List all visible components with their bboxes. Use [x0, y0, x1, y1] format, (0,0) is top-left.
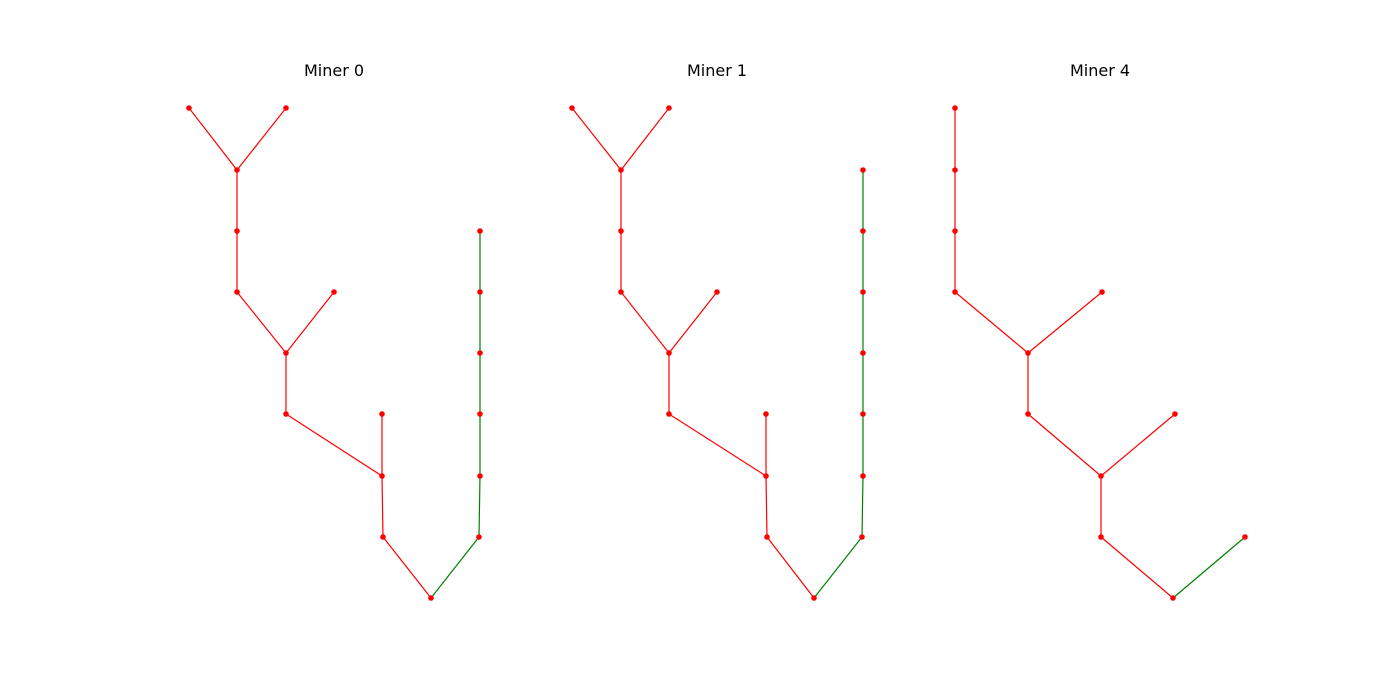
graph-node	[477, 411, 483, 417]
panel-title: Miner 1	[687, 61, 747, 80]
graph-node	[186, 105, 192, 111]
graph-node	[283, 105, 289, 111]
graph-node	[860, 228, 866, 234]
graph-node	[952, 167, 958, 173]
graph-node	[1025, 350, 1031, 356]
graph-edge-green	[430, 536, 480, 599]
graph-edge-red	[1100, 536, 1174, 599]
graph-edge-green	[861, 475, 864, 538]
graph-node	[1242, 534, 1248, 540]
graph-edge-red	[1100, 413, 1176, 477]
graph-node	[1098, 473, 1104, 479]
panel-nodes	[569, 105, 866, 601]
graph-node	[618, 228, 624, 234]
graph-node	[860, 473, 866, 479]
graph-edge-red	[382, 536, 432, 599]
graph-edge-red	[620, 291, 670, 354]
panel-nodes	[186, 105, 483, 601]
graph-edge-red	[668, 291, 718, 354]
graph-node	[860, 411, 866, 417]
graph-node	[234, 289, 240, 295]
graph-node	[477, 228, 483, 234]
graph-node	[234, 167, 240, 173]
graph-node	[1025, 411, 1031, 417]
graph-node	[1098, 534, 1104, 540]
graph-edge-red	[236, 107, 287, 171]
graph-node	[283, 411, 289, 417]
graph-edge-red	[236, 291, 287, 354]
graph-edge-red	[1027, 413, 1102, 477]
graph-edge-red	[188, 107, 238, 171]
graph-node	[952, 228, 958, 234]
graph-node	[763, 411, 769, 417]
graph-edge-red	[381, 475, 384, 538]
panel-edges	[954, 108, 1246, 599]
graph-edge-red	[620, 107, 670, 171]
panel-title: Miner 0	[304, 61, 364, 80]
graph-node	[428, 595, 434, 601]
graph-edge-red	[1027, 291, 1103, 354]
graph-edge-red	[668, 413, 767, 477]
graph-edge-red	[571, 107, 622, 171]
graph-node	[283, 350, 289, 356]
graph-node	[952, 105, 958, 111]
graph-node	[811, 595, 817, 601]
graph-node	[714, 289, 720, 295]
graph-node	[380, 534, 386, 540]
graph-edge-green	[1172, 536, 1246, 599]
panel-edges	[571, 107, 864, 599]
graph-edge-red	[954, 291, 1029, 354]
panel-miner-4: Miner 4	[952, 61, 1248, 601]
graph-node	[569, 105, 575, 111]
panel-title: Miner 4	[1070, 61, 1130, 80]
graph-edge-red	[766, 536, 815, 599]
graph-node	[477, 473, 483, 479]
graph-node	[379, 473, 385, 479]
graph-node	[666, 105, 672, 111]
panel-nodes	[952, 105, 1248, 601]
graph-node	[1170, 595, 1176, 601]
graph-node	[860, 350, 866, 356]
panel-miner-1: Miner 1	[569, 61, 866, 601]
graph-node	[860, 289, 866, 295]
graph-node	[234, 228, 240, 234]
graph-node	[952, 289, 958, 295]
panel-edges	[188, 107, 481, 599]
graph-node	[860, 167, 866, 173]
graph-edge-green	[813, 536, 863, 599]
graph-node	[764, 534, 770, 540]
graph-node	[477, 289, 483, 295]
graph-node	[666, 350, 672, 356]
graph-node	[477, 350, 483, 356]
graph-edge-red	[285, 291, 335, 354]
graph-node	[763, 473, 769, 479]
graph-edge-red	[765, 475, 768, 538]
graph-edge-red	[285, 413, 383, 477]
graph-node	[1099, 289, 1105, 295]
graph-node	[859, 534, 865, 540]
graph-node	[331, 289, 337, 295]
graph-node	[618, 167, 624, 173]
panel-miner-0: Miner 0	[186, 61, 483, 601]
graph-node	[379, 411, 385, 417]
graph-node	[618, 289, 624, 295]
graph-node	[476, 534, 482, 540]
graph-node	[1172, 411, 1178, 417]
graph-edge-green	[478, 475, 481, 538]
graph-node	[666, 411, 672, 417]
